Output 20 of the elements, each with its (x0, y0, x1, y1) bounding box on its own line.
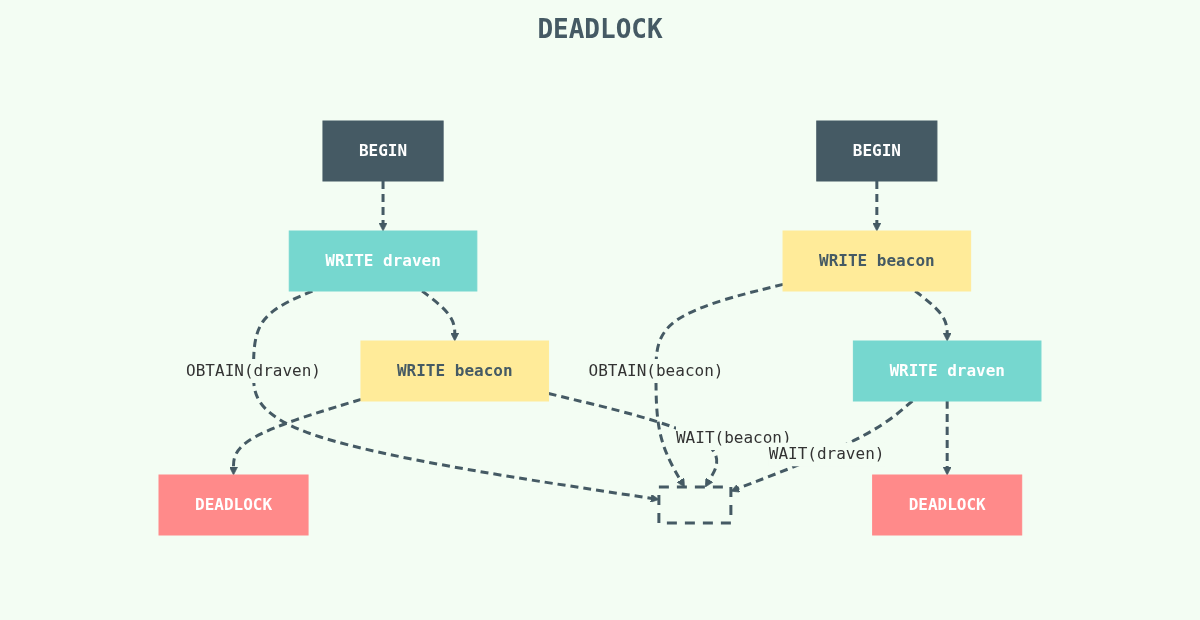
edge-label: WAIT(beacon) (676, 428, 792, 447)
diagram-title: DEADLOCK (536, 13, 664, 46)
node-box: BEGIN (322, 120, 444, 182)
arrow (548, 392, 719, 488)
arrow (654, 282, 784, 488)
node-box: DEADLOCK (872, 474, 1023, 536)
node-box: BEGIN (816, 120, 938, 182)
node-box: WRITE beacon (360, 340, 550, 402)
edge-label: WAIT(draven) (768, 444, 885, 464)
edge-label: OBTAIN(beacon) (588, 361, 724, 380)
arrow (872, 181, 882, 232)
arrow (229, 397, 362, 476)
node-box: WRITE beacon (782, 230, 972, 292)
arrow (942, 401, 952, 476)
node-box: WRITE draven (852, 340, 1042, 402)
edge-label: OBTAIN(draven) (186, 361, 321, 380)
arrow (378, 181, 388, 232)
node-box: DEADLOCK (158, 474, 309, 536)
node-box: WRITE draven (288, 230, 478, 292)
node-bar (657, 485, 733, 525)
